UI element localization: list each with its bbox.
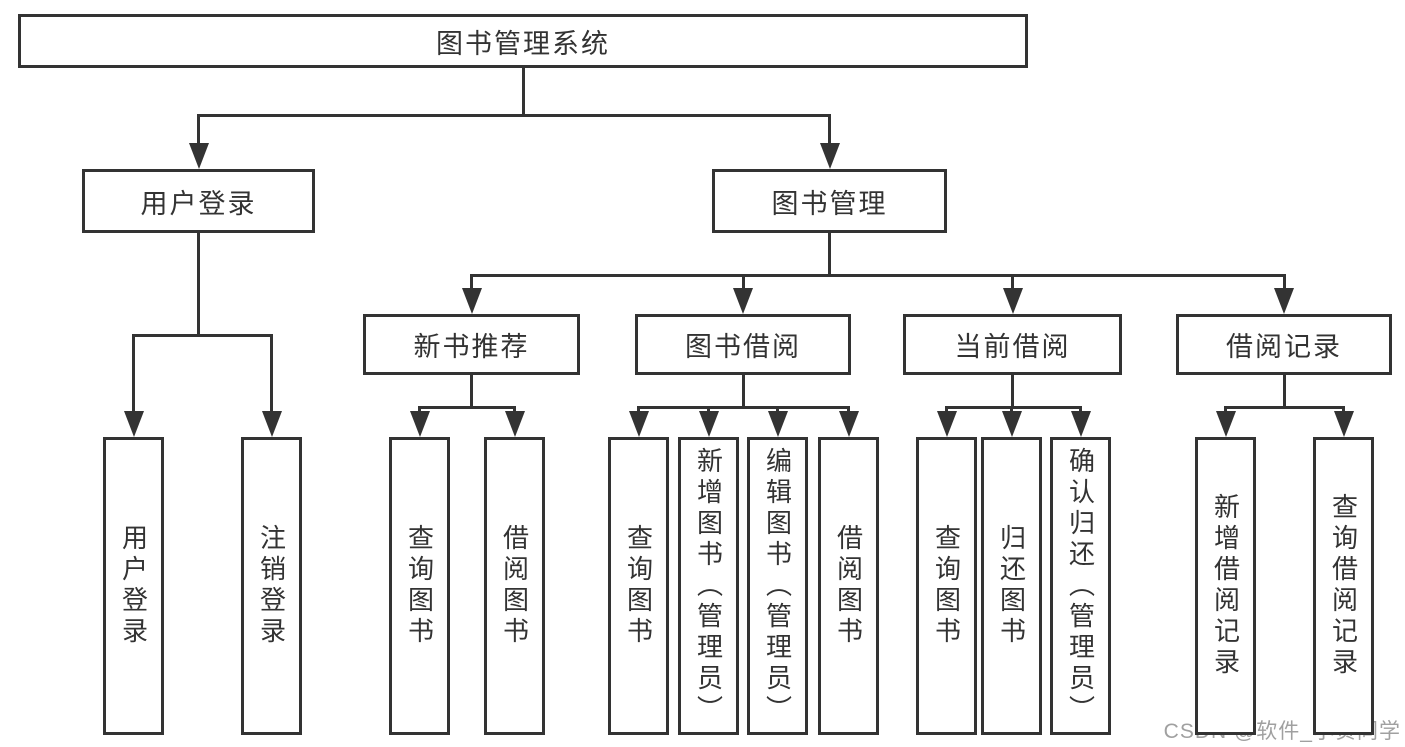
connector-line bbox=[637, 405, 850, 409]
connector-line bbox=[197, 113, 831, 117]
arrowhead-down-icon bbox=[1001, 411, 1022, 437]
arrowhead-down-icon bbox=[504, 411, 525, 437]
connector-line bbox=[1224, 405, 1345, 409]
connector-line bbox=[741, 375, 745, 407]
arrowhead-down-icon bbox=[461, 288, 482, 314]
connector-line bbox=[197, 115, 200, 149]
node-book-borrow: 图书借阅 bbox=[635, 314, 851, 375]
arrowhead-down-icon bbox=[1333, 411, 1354, 437]
node-query-book-3: 查询图书 bbox=[916, 437, 977, 735]
node-query-book-1: 查询图书 bbox=[389, 437, 450, 735]
connector-line bbox=[1282, 375, 1286, 407]
connector-line bbox=[521, 68, 525, 115]
connector-line bbox=[470, 275, 473, 294]
node-query-book-2: 查询图书 bbox=[608, 437, 669, 735]
arrowhead-down-icon bbox=[698, 411, 719, 437]
connector-line bbox=[270, 335, 273, 417]
arrowhead-down-icon bbox=[261, 411, 282, 437]
arrowhead-down-icon bbox=[1070, 411, 1091, 437]
node-add-book-admin: 新增图书（管理员） bbox=[678, 437, 739, 735]
node-logout-leaf: 注销登录 bbox=[241, 437, 302, 735]
arrowhead-down-icon bbox=[838, 411, 859, 437]
connector-line bbox=[741, 275, 745, 294]
arrowhead-down-icon bbox=[1274, 288, 1294, 314]
arrowhead-down-icon bbox=[1002, 288, 1023, 314]
node-return-book: 归还图书 bbox=[981, 437, 1042, 735]
node-borrow-book-1: 借阅图书 bbox=[484, 437, 545, 735]
node-add-borrow-record: 新增借阅记录 bbox=[1195, 437, 1256, 735]
node-borrow-records: 借阅记录 bbox=[1176, 314, 1392, 375]
arrowhead-down-icon bbox=[767, 411, 788, 437]
node-current-borrow: 当前借阅 bbox=[903, 314, 1122, 375]
arrowhead-down-icon bbox=[1215, 411, 1236, 437]
connector-line bbox=[1011, 275, 1014, 294]
connector-line bbox=[470, 273, 1286, 277]
node-book-mgmt: 图书管理 bbox=[712, 169, 947, 233]
connector-line bbox=[828, 233, 831, 275]
arrowhead-down-icon bbox=[123, 411, 144, 437]
arrowhead-down-icon bbox=[628, 411, 649, 437]
connector-line bbox=[945, 405, 1082, 409]
connector-line bbox=[470, 375, 473, 407]
node-new-book-rec: 新书推荐 bbox=[363, 314, 580, 375]
node-confirm-return-admin: 确认归还（管理员） bbox=[1050, 437, 1111, 735]
connector-line bbox=[418, 405, 516, 409]
node-user-login-leaf: 用户登录 bbox=[103, 437, 164, 735]
arrowhead-down-icon bbox=[819, 143, 840, 169]
node-root: 图书管理系统 bbox=[18, 14, 1028, 68]
connector-line bbox=[132, 335, 135, 417]
connector-line bbox=[1011, 375, 1014, 407]
arrowhead-down-icon bbox=[733, 288, 753, 314]
node-user-login: 用户登录 bbox=[82, 169, 315, 233]
arrowhead-down-icon bbox=[188, 143, 209, 169]
connector-line bbox=[828, 115, 831, 149]
connector-line bbox=[1282, 275, 1286, 294]
arrowhead-down-icon bbox=[409, 411, 430, 437]
node-query-borrow-record: 查询借阅记录 bbox=[1313, 437, 1374, 735]
connector-line bbox=[132, 333, 273, 337]
node-edit-book-admin: 编辑图书（管理员） bbox=[747, 437, 808, 735]
node-borrow-book-2: 借阅图书 bbox=[818, 437, 879, 735]
arrowhead-down-icon bbox=[936, 411, 957, 437]
connector-line bbox=[197, 233, 200, 335]
